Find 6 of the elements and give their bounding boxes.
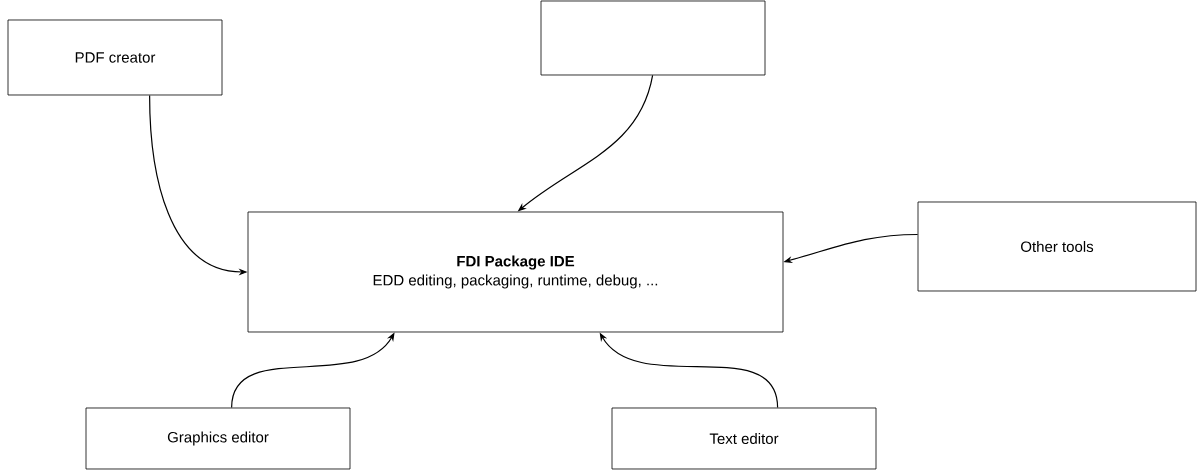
ide-box: FDI Package IDE EDD editing, packaging, runtime, debug, ... [247, 211, 784, 333]
empty-box [540, 0, 766, 76]
tool-box: Graphics editor [85, 407, 351, 470]
tool-box: PDF creator [7, 19, 223, 96]
tool-box: Text editor [611, 407, 877, 470]
tool-box: Other tools [917, 201, 1197, 292]
